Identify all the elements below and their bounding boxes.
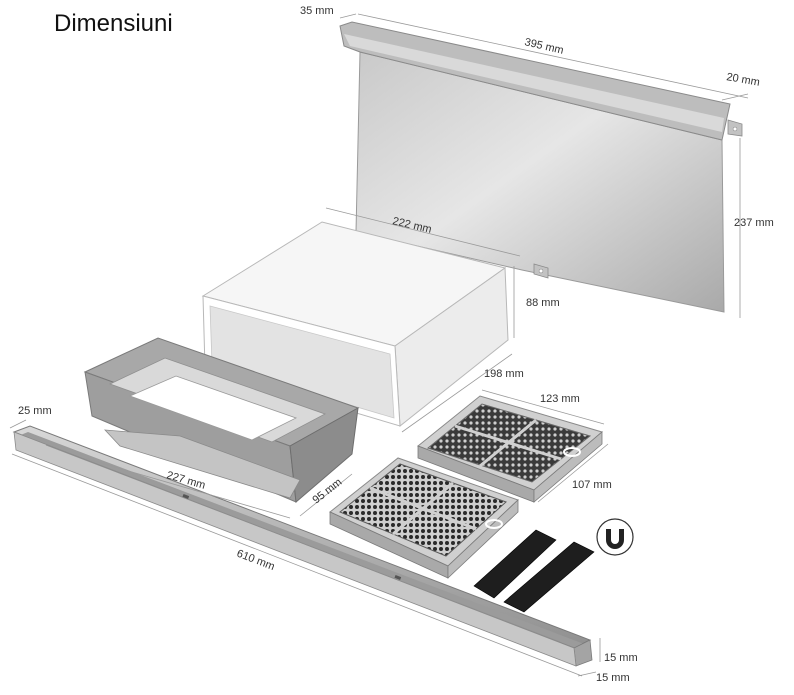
filter-lower bbox=[329, 457, 519, 579]
dim-duct-depth: 198 mm bbox=[484, 368, 524, 380]
back-panel bbox=[339, 21, 743, 313]
dim-panel-depth: 35 mm bbox=[300, 5, 334, 17]
mounting-frame bbox=[83, 337, 360, 503]
dim-rail-depth: 15 mm bbox=[596, 672, 630, 684]
dim-rail-height: 15 mm bbox=[604, 652, 638, 664]
long-rail bbox=[12, 425, 593, 667]
dim-panel-lip: 20 mm bbox=[725, 71, 760, 89]
foam-strips bbox=[473, 529, 595, 613]
dim-rail-length: 610 mm bbox=[235, 548, 276, 573]
dim-rail-width: 25 mm bbox=[18, 405, 52, 417]
dim-filter-width: 123 mm bbox=[540, 393, 580, 405]
dimension-lines bbox=[9, 13, 749, 677]
duct-box bbox=[201, 221, 509, 427]
page-title: Dimensiuni bbox=[54, 10, 173, 37]
dim-panel-height: 237 mm bbox=[734, 217, 774, 229]
magnet-icon bbox=[596, 518, 634, 556]
filter-upper bbox=[417, 395, 604, 503]
dim-filter-depth: 107 mm bbox=[572, 479, 612, 491]
dim-duct-height: 88 mm bbox=[526, 297, 560, 309]
